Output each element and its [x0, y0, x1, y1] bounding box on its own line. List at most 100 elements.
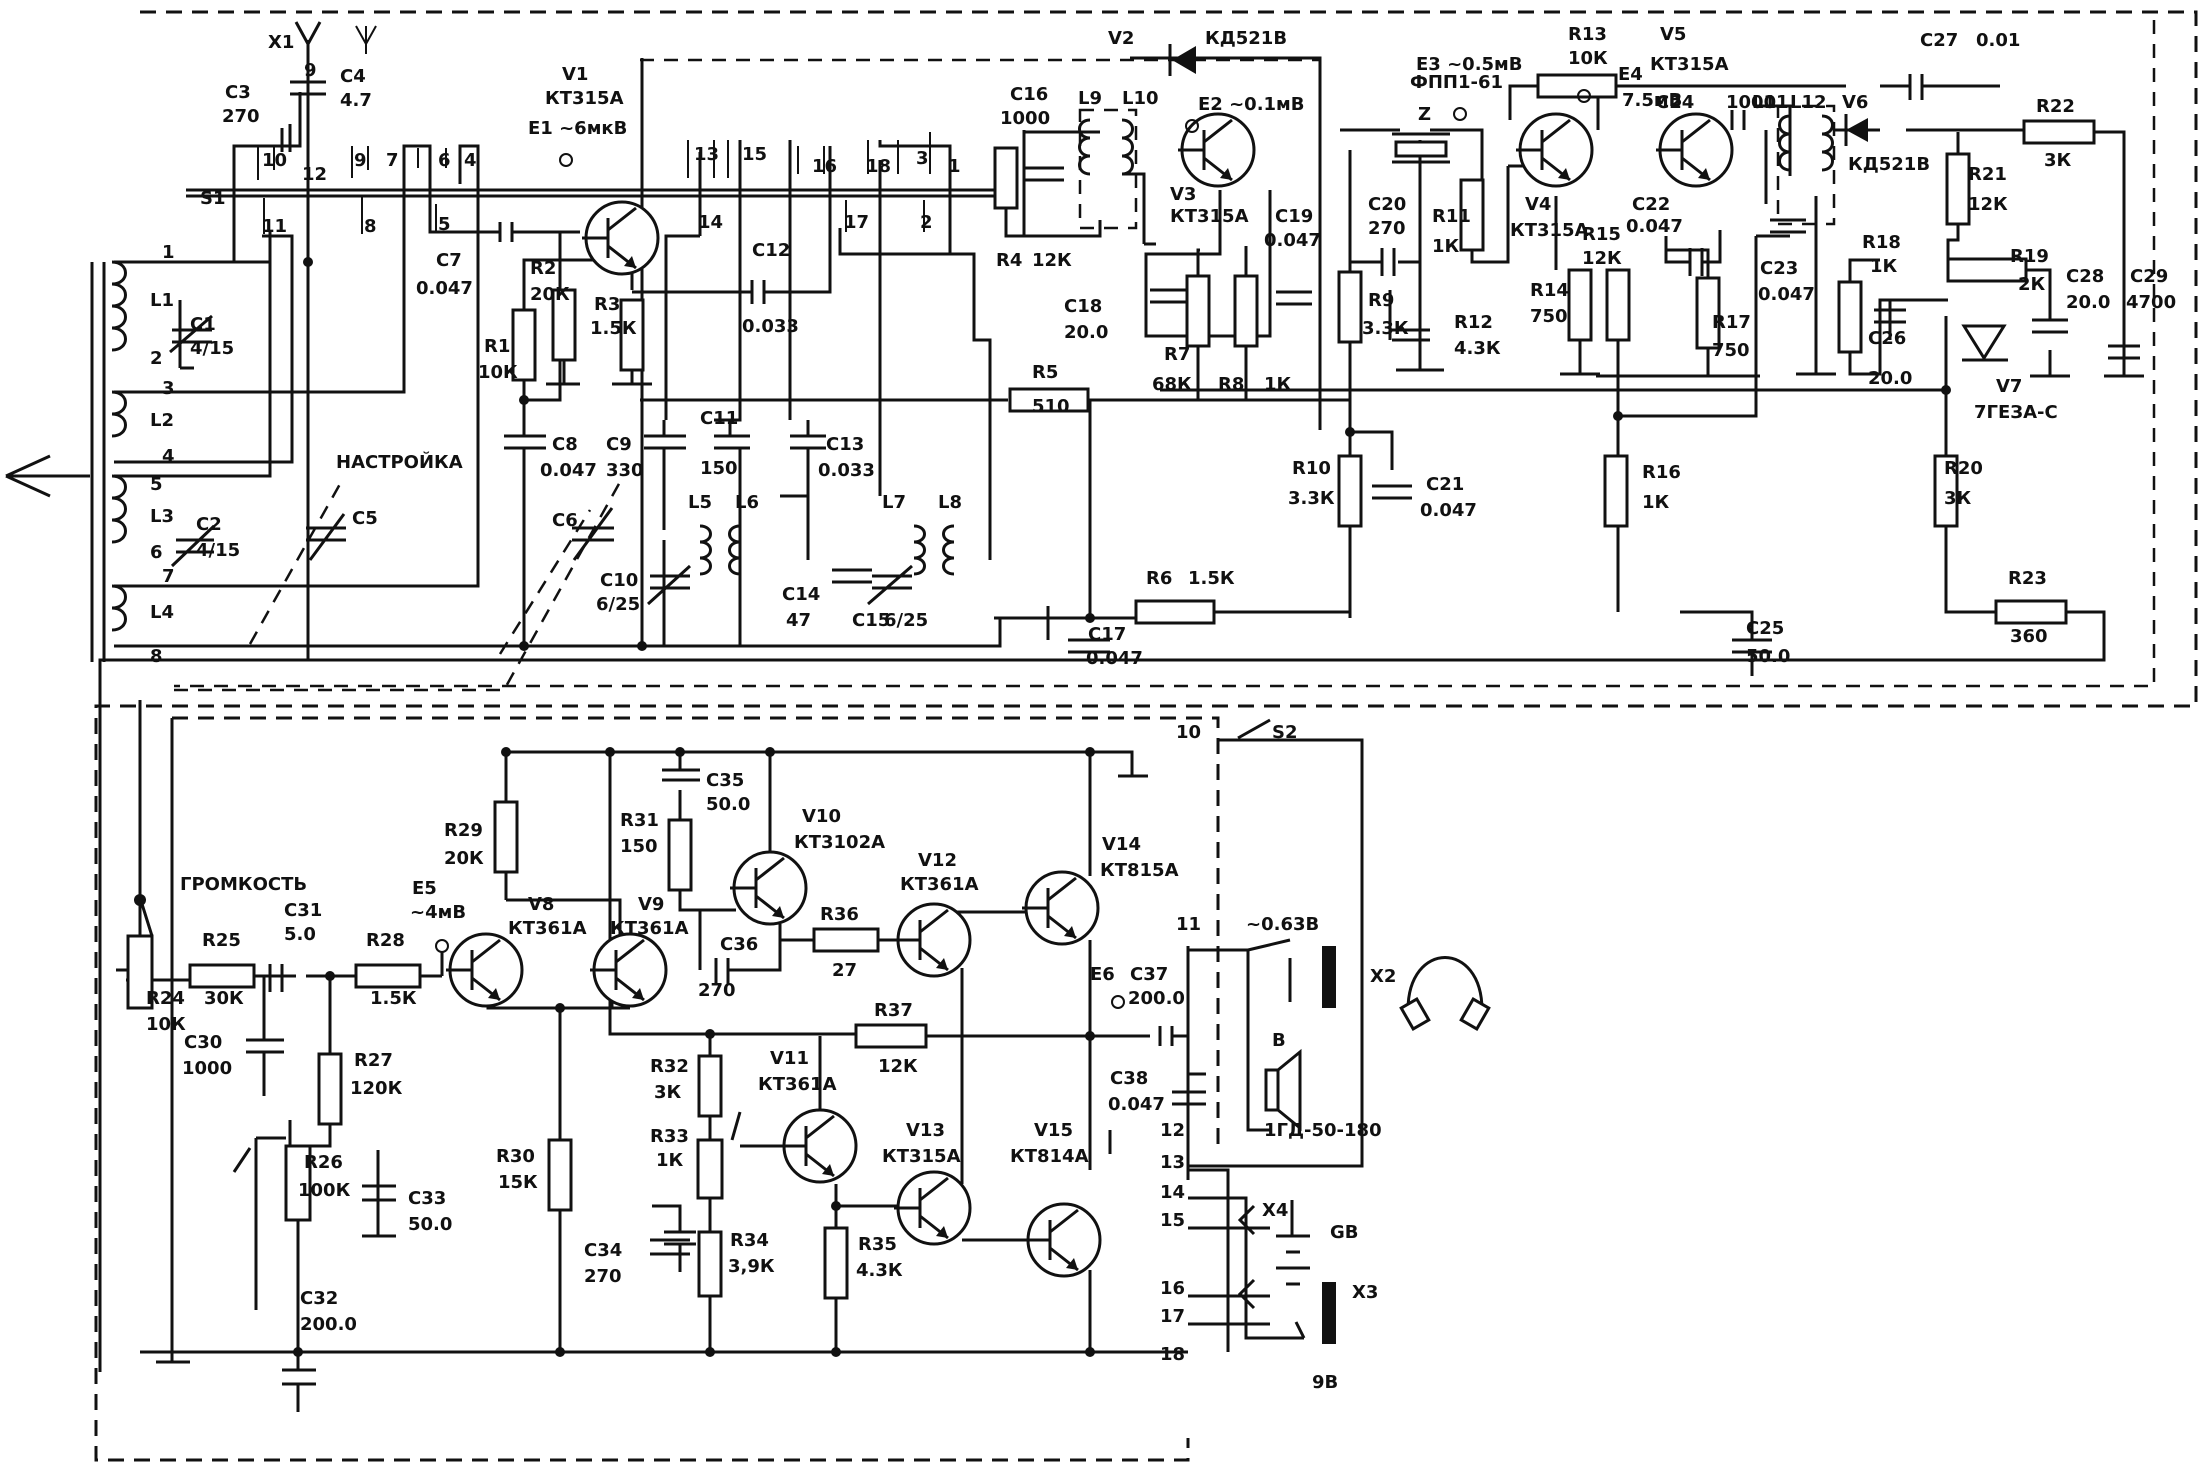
schematic-label: 4/15	[190, 338, 234, 359]
schematic-label: КТ315А	[1170, 206, 1249, 227]
transistor-layer	[446, 112, 1734, 1278]
battery-gb-icon	[1237, 1200, 1310, 1310]
schematic-label: R3	[594, 294, 620, 315]
schematic-label: 10К	[478, 362, 518, 383]
resistor-r31	[667, 818, 693, 892]
schematic-label: 12К	[1582, 248, 1622, 269]
schematic-label: 3	[162, 378, 175, 399]
resistor-r21	[1945, 152, 1971, 226]
schematic-label: 6	[438, 150, 451, 171]
schematic-label: 4/15	[196, 540, 240, 561]
schematic-label: 6/25	[884, 610, 928, 631]
schematic-label: 15	[1160, 1210, 1185, 1231]
transistor-v1-icon	[582, 200, 660, 276]
schematic-label: 50.0	[1746, 646, 1790, 667]
schematic-label: B	[1272, 1030, 1286, 1051]
schematic-label: 4.3К	[856, 1260, 903, 1281]
schematic-label: 0.047	[1626, 216, 1683, 237]
af-board-outline	[172, 716, 1220, 1146]
schematic-label: R23	[2008, 568, 2047, 589]
resistor-r9	[1337, 270, 1363, 344]
schematic-label: R29	[444, 820, 483, 841]
schematic-label: 14	[1160, 1182, 1185, 1203]
schematic-label: R25	[202, 930, 241, 951]
potentiometer-r24-volume[interactable]	[116, 894, 154, 1010]
schematic-label: 50.0	[706, 794, 750, 815]
schematic-label: C8	[552, 434, 578, 455]
schematic-label: 17	[844, 212, 869, 233]
schematic-label: C24	[1656, 92, 1694, 113]
schematic-label: R2	[530, 258, 556, 279]
schematic-label: КТ814А	[1010, 1146, 1089, 1167]
schematic-label: C2	[196, 514, 222, 535]
potentiometer-r26[interactable]	[232, 1136, 312, 1222]
resistor-r11	[1459, 178, 1485, 252]
schematic-label: 1000	[182, 1058, 232, 1079]
schematic-label: C4	[340, 66, 366, 87]
schematic-label: 5	[150, 474, 163, 495]
schematic-label: V9	[638, 894, 664, 915]
schematic-label: R6	[1146, 568, 1172, 589]
schematic-label: 0.047	[1086, 648, 1143, 669]
schematic-label: X2	[1370, 966, 1396, 987]
schematic-label: ~0.63В	[1246, 914, 1319, 935]
potentiometer-r33[interactable]	[696, 1111, 742, 1200]
resistor-r13	[1536, 73, 1618, 99]
schematic-label: 0.01	[1976, 30, 2020, 51]
schematic-label: 10	[262, 150, 287, 171]
schematic-label: ГРОМКОСТЬ	[180, 874, 307, 895]
schematic-label: 0.047	[540, 460, 597, 481]
schematic-label: R16	[1642, 462, 1681, 483]
schematic-label: 1000	[1726, 92, 1776, 113]
schematic-label: 5.0	[284, 924, 316, 945]
schematic-label: 1К	[1870, 256, 1898, 277]
transistor-v11-icon	[780, 1108, 858, 1184]
schematic-label: 510	[1032, 396, 1070, 417]
schematic-label: 0.047	[1420, 500, 1477, 521]
schematic-label: 10	[1176, 722, 1201, 743]
schematic-label: V3	[1170, 184, 1196, 205]
schematic-label: L5	[688, 492, 712, 513]
resistor-r7	[1185, 274, 1211, 348]
schematic-label: X4	[1262, 1200, 1288, 1221]
schematic-label: R1	[484, 336, 510, 357]
schematic-label: E1 ~6мкВ	[528, 118, 627, 139]
schematic-label: L6	[735, 492, 759, 513]
resistor-r2	[551, 288, 577, 362]
schematic-label: L2	[150, 410, 174, 431]
schematic-label: R28	[366, 930, 405, 951]
schematic-label: R27	[354, 1050, 393, 1071]
schematic-label: КТ361А	[758, 1074, 837, 1095]
diode-v6-icon	[1844, 114, 1868, 146]
schematic-label: X1	[268, 32, 294, 53]
schematic-label: V1	[562, 64, 588, 85]
schematic-label: 12	[302, 164, 327, 185]
schematic-label: КТ315А	[1510, 220, 1589, 241]
schematic-label: 6	[150, 542, 163, 563]
schematic-label: L4	[150, 602, 174, 623]
schematic-label: R5	[1032, 362, 1058, 383]
schematic-label: R26	[304, 1152, 343, 1173]
zener-v7-icon	[1961, 324, 2008, 362]
schematic-label: R18	[1862, 232, 1901, 253]
schematic-label: R14	[1530, 280, 1569, 301]
schematic-label: C35	[706, 770, 744, 791]
schematic-label: 30К	[204, 988, 244, 1009]
schematic-label: R21	[1968, 164, 2007, 185]
resistor-r5	[1008, 387, 1090, 413]
schematic-label: L9	[1078, 88, 1102, 109]
schematic-label: 10К	[1568, 48, 1608, 69]
schematic-label: 3К	[1944, 488, 1972, 509]
schematic-label: L11	[1752, 92, 1789, 113]
schematic-label: C28	[2066, 266, 2104, 287]
schematic-label: E3 ~0.5мВ	[1416, 54, 1523, 75]
schematic-label: 20К	[530, 284, 570, 305]
transistor-v15-icon	[1024, 1202, 1102, 1278]
schematic-label: 27	[832, 960, 857, 981]
schematic-label: 0.047	[1264, 230, 1321, 251]
schematic-label: S2	[1272, 722, 1298, 743]
schematic-label: V8	[528, 894, 554, 915]
resistor-r32	[697, 1054, 723, 1118]
schematic-label: КД521В	[1848, 154, 1930, 175]
schematic-label: C38	[1110, 1068, 1148, 1089]
